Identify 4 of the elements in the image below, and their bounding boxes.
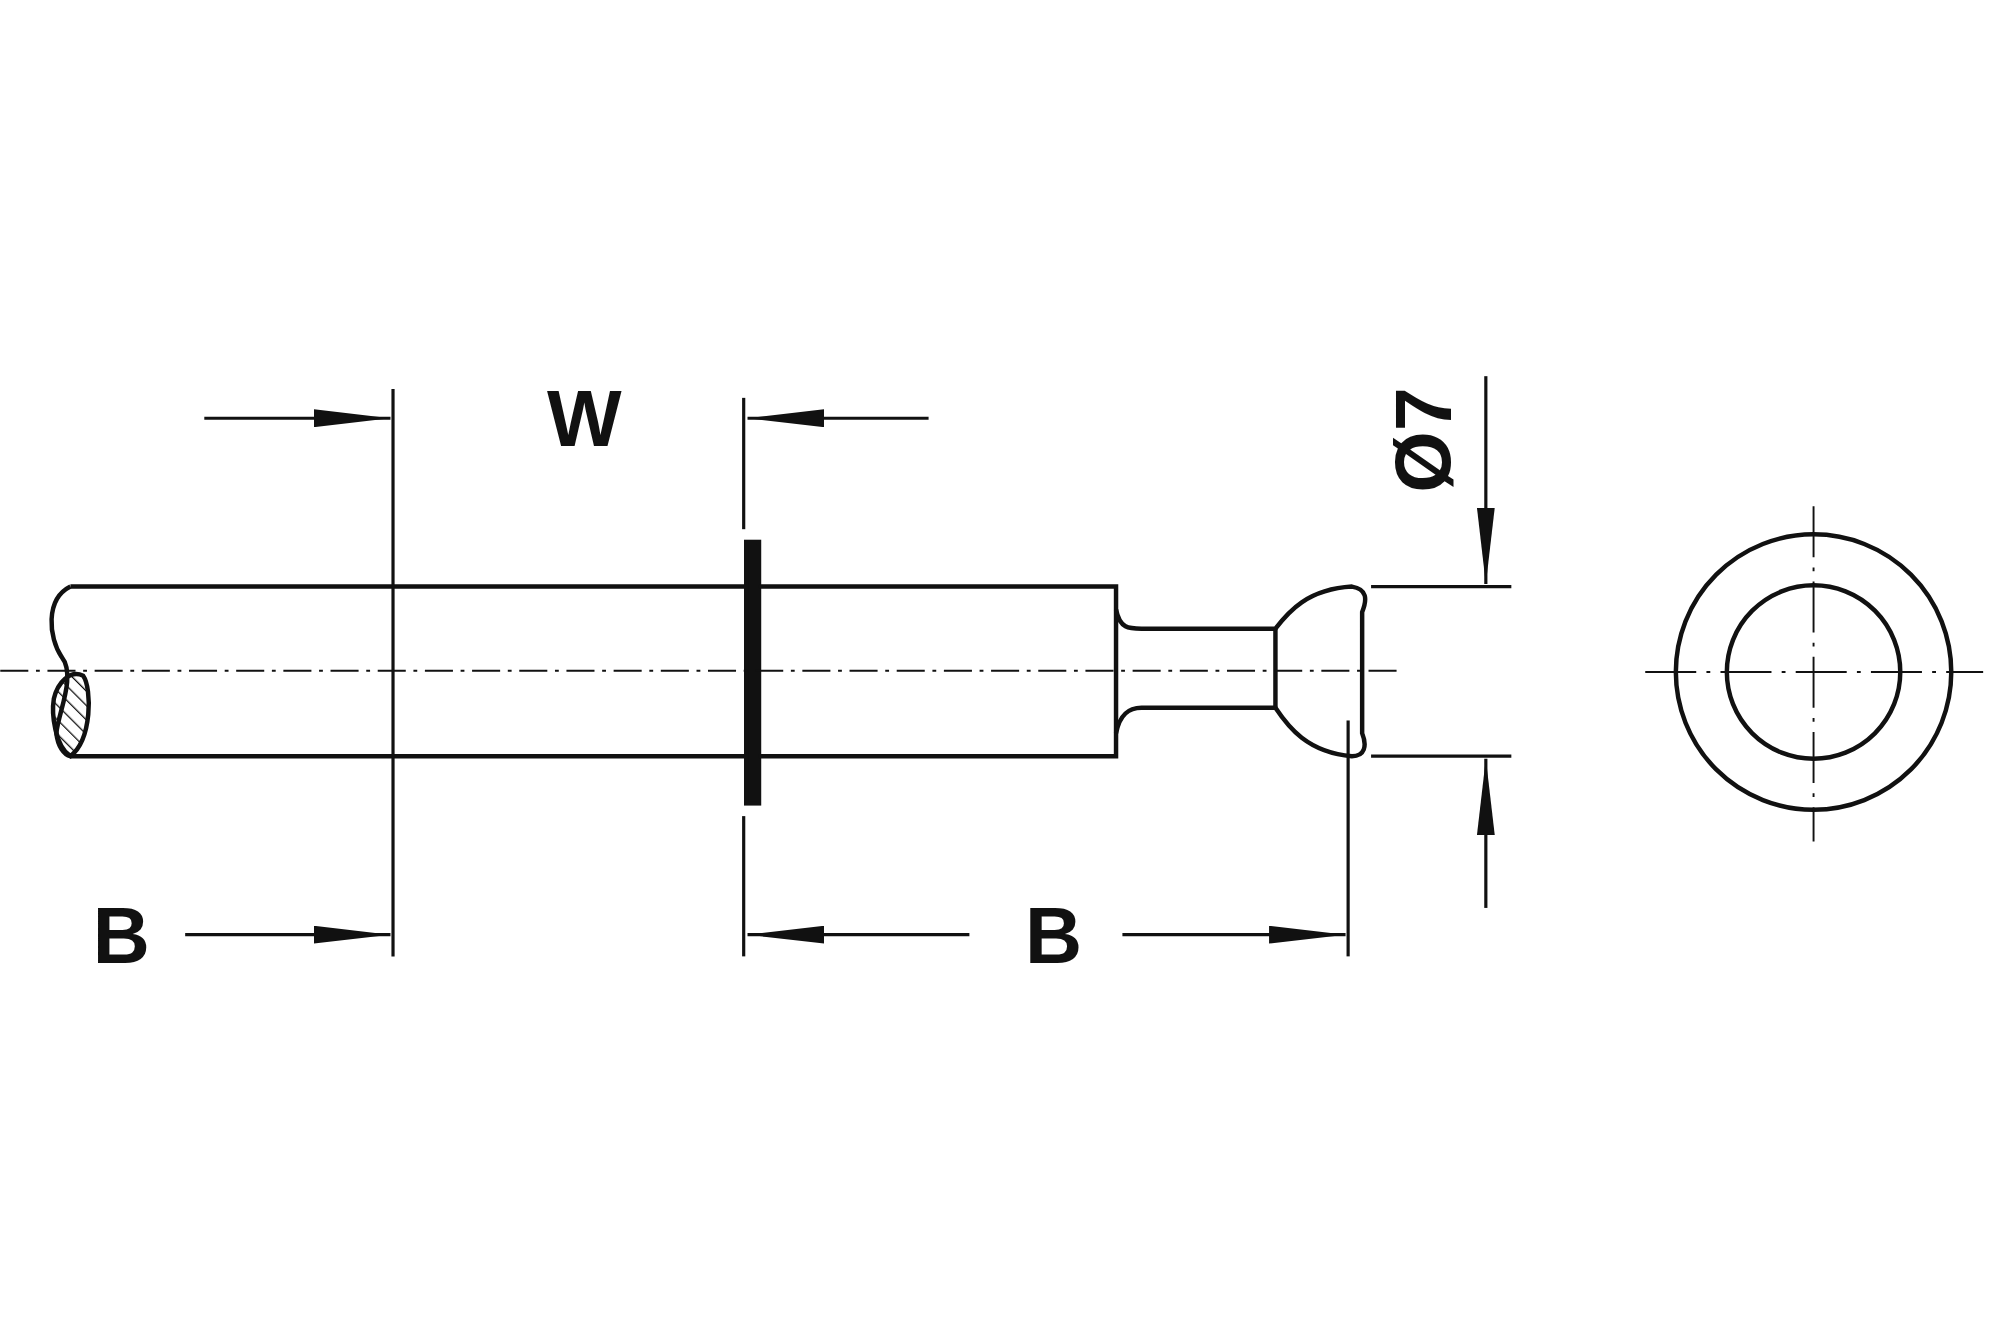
dimension-label: Ø7 (1379, 387, 1469, 493)
dimension-label: B (1025, 890, 1083, 980)
dimension-label: B (92, 890, 150, 980)
dimension-label: W (547, 374, 622, 464)
